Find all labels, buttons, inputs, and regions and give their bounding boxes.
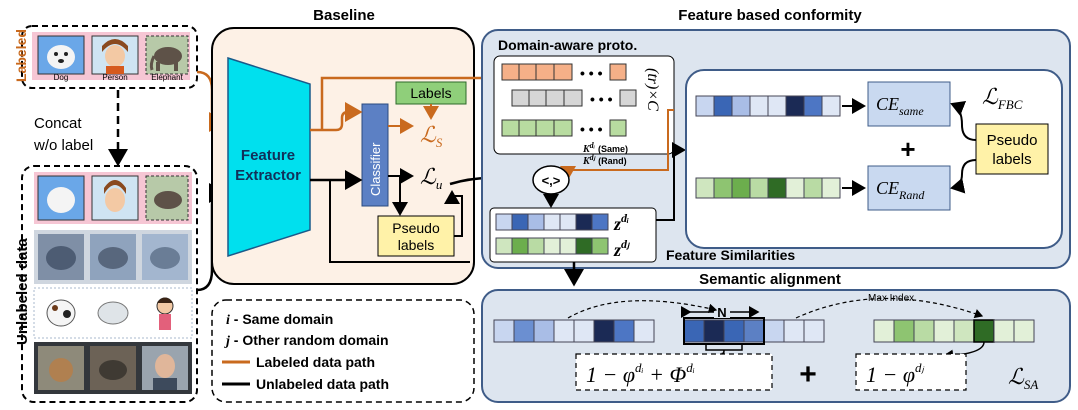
svg-text:• • •: • • • <box>590 91 613 107</box>
concat-label-line1: Concat <box>34 115 82 132</box>
labeled-side-label: Labeled <box>13 29 29 82</box>
legend-unlabeled-text: Unlabeled data path <box>256 376 389 392</box>
feature-extractor-label-2: Extractor <box>235 167 301 184</box>
svg-text:• • •: • • • <box>580 121 603 137</box>
extractor-to-proto-orange <box>320 68 503 130</box>
sa-same-arc <box>567 300 718 319</box>
pseudo-to-loss-u <box>444 190 463 237</box>
fbc-title: Feature based conformity <box>678 7 862 24</box>
extractor-bottom-path <box>329 180 470 263</box>
proto-title: Domain-aware proto. <box>498 37 637 53</box>
labeled-caption-dog: Dog <box>54 73 69 82</box>
ce-rand-label: CERand <box>876 178 925 202</box>
loss-sa-symbol: ℒSA <box>1008 364 1038 392</box>
fbc-pseudo-labels-box <box>975 123 1049 175</box>
classifier-label: Classifier <box>368 142 383 196</box>
labeled-caption-elephant: Elephant <box>151 73 183 82</box>
sa-formula-left-box <box>575 353 773 391</box>
classifier-block <box>361 103 389 207</box>
legend-labeled-text: Labeled data path <box>256 354 375 370</box>
labels-text: Labels <box>410 85 451 101</box>
labeled-group <box>21 25 198 89</box>
sa-formula-right: 1 − φdⱼ <box>866 360 925 387</box>
ce-rand-box <box>867 165 951 211</box>
similarities-to-fbc <box>656 142 686 221</box>
labeled-person-image <box>91 35 139 75</box>
semantic-title: Semantic alignment <box>699 271 841 288</box>
k-rand-label: Kdⱼ(Rand) <box>582 153 627 167</box>
unlabeled-side-label: Unlabeled data <box>14 238 31 345</box>
extractor-to-classifier-orange <box>310 102 363 132</box>
sa-plus: + <box>799 358 817 391</box>
fbc-plus: + <box>900 134 915 164</box>
fbc-pseudo-labels-1: Pseudo <box>987 132 1038 149</box>
sa-formula-right-box <box>855 353 967 391</box>
unlabeled-row2-images <box>38 234 188 280</box>
labeled-caption-person: Person <box>102 73 127 82</box>
ce-same-box <box>867 81 951 127</box>
loss-u-symbol: ℒu <box>420 164 443 192</box>
sa-n-label: N <box>717 305 726 320</box>
sa-formula-left: 1 − φdᵢ + Φdᵢ <box>586 360 695 387</box>
feature-similarities-label: Feature Similarities <box>666 247 795 263</box>
feature-extractor-label-1: Feature <box>241 147 295 164</box>
baseline-pseudo-labels-1: Pseudo <box>392 220 440 236</box>
baseline-pseudo-labels-2: labels <box>398 237 435 253</box>
proto-cube-rows: • • • • • • • • • <box>501 63 637 137</box>
fbc-rand-feature-bar <box>695 177 841 199</box>
unlabeled-row4-images <box>38 346 188 390</box>
concat-label-line2: w/o label <box>33 137 93 154</box>
loss-fbc-symbol: ℒFBC <box>982 84 1023 112</box>
legend-other-domain: j - Other random domain <box>224 332 389 349</box>
z-di-label: zdᵢ <box>613 211 629 234</box>
labeled-dog-image <box>37 35 85 75</box>
proto-to-inner-product <box>560 109 674 180</box>
k-same-label: Kdᵢ(Same) <box>582 141 628 155</box>
unlabeled-row3-images <box>46 297 174 330</box>
legend-same-domain: i - Same domain <box>226 311 333 328</box>
ce-same-label: CEsame <box>876 94 924 118</box>
fbc-pseudo-labels-2: labels <box>992 151 1031 168</box>
sa-max-index-label: Max Index <box>868 293 914 304</box>
svg-text:• • •: • • • <box>580 65 603 81</box>
sa-rand-arc <box>795 297 984 319</box>
inner-product-symbol: <,> <box>542 173 561 188</box>
legend-box <box>211 299 475 403</box>
z-dj-label: zdⱼ <box>613 237 630 260</box>
z-di-bar <box>495 213 609 231</box>
baseline-title: Baseline <box>313 7 375 24</box>
fbc-same-feature-bar <box>695 95 841 117</box>
pseudo-to-ce-same <box>950 101 977 141</box>
sa-rand-bar <box>873 319 1035 343</box>
z-dj-bar <box>495 237 609 255</box>
proto-dimension: (tr)×C <box>644 68 661 111</box>
pseudo-to-ce-rand <box>950 159 977 194</box>
labeled-elephant-image <box>145 35 189 75</box>
loss-s-symbol: ℒS <box>420 122 443 150</box>
unlabeled-group <box>21 165 198 403</box>
feature-extractor-block <box>227 56 311 258</box>
unlabeled-row1-images <box>37 175 189 221</box>
